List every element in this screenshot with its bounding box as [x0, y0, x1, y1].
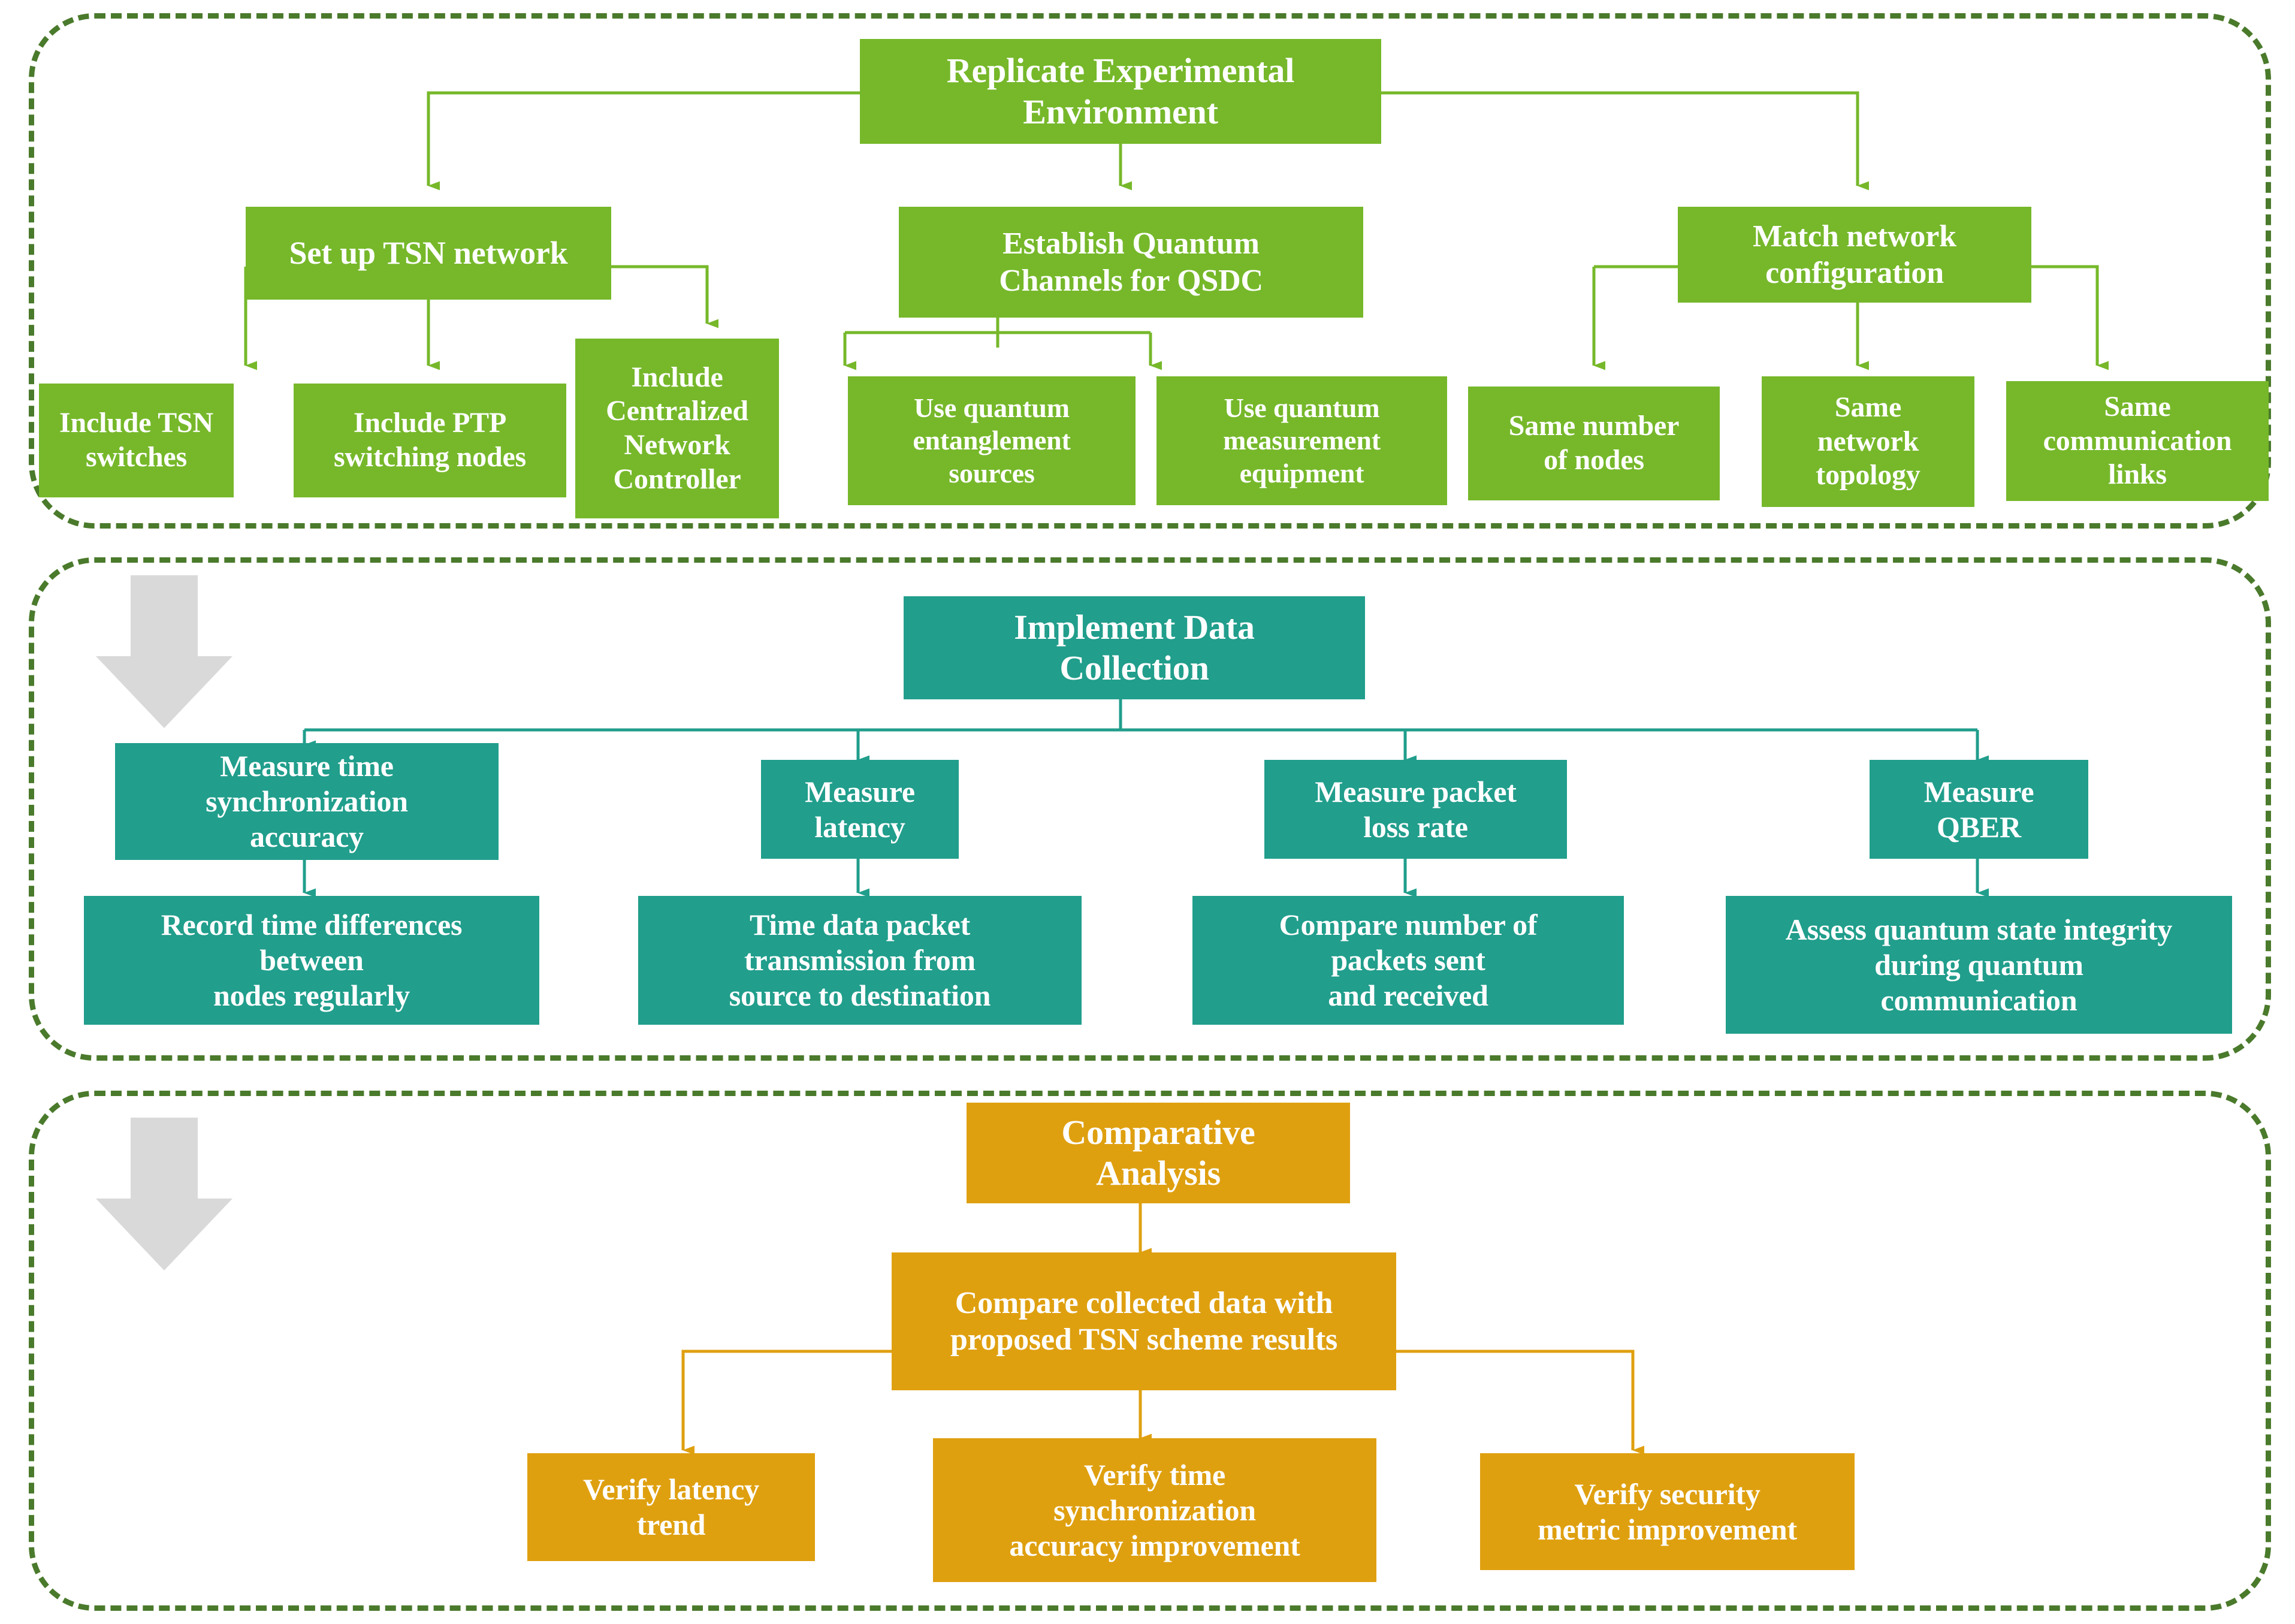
node-use-quantum-measurement-equipment[interactable]: Use quantum measurement equipment: [1156, 376, 1447, 505]
node-same-number-of-nodes[interactable]: Same number of nodes: [1468, 387, 1720, 500]
node-verify-time-sync-accuracy-improvement[interactable]: Verify time synchronization accuracy imp…: [933, 1438, 1376, 1582]
node-compare-collected-data[interactable]: Compare collected data with proposed TSN…: [892, 1252, 1396, 1390]
node-assess-quantum-state-integrity[interactable]: Assess quantum state integrity during qu…: [1726, 896, 2232, 1034]
node-measure-packet-loss-rate[interactable]: Measure packet loss rate: [1264, 760, 1567, 859]
node-record-time-differences[interactable]: Record time differences between nodes re…: [84, 896, 539, 1025]
node-replicate-experimental-environment[interactable]: Replicate Experimental Environment: [860, 39, 1381, 144]
node-verify-security-metric-improvement[interactable]: Verify security metric improvement: [1480, 1453, 1855, 1570]
node-include-centralized-network-controller[interactable]: Include Centralized Network Controller: [575, 339, 779, 518]
node-verify-latency-trend[interactable]: Verify latency trend: [527, 1453, 815, 1561]
node-time-data-packet-transmission[interactable]: Time data packet transmission from sourc…: [638, 896, 1082, 1025]
node-compare-packets-sent-received[interactable]: Compare number of packets sent and recei…: [1192, 896, 1624, 1025]
section-frame-comparative-analysis: [29, 1091, 2271, 1611]
node-include-tsn-switches[interactable]: Include TSN switches: [39, 384, 234, 497]
node-measure-qber[interactable]: Measure QBER: [1870, 760, 2088, 859]
node-implement-data-collection[interactable]: Implement Data Collection: [904, 596, 1365, 699]
node-include-ptp-switching-nodes[interactable]: Include PTP switching nodes: [294, 384, 566, 497]
section-frame-implement-data-collection: [29, 557, 2271, 1061]
node-same-communication-links[interactable]: Same communication links: [2006, 381, 2269, 501]
node-measure-time-synchronization-accuracy[interactable]: Measure time synchronization accuracy: [115, 743, 499, 860]
node-set-up-tsn-network[interactable]: Set up TSN network: [246, 207, 611, 300]
node-match-network-configuration[interactable]: Match network configuration: [1678, 207, 2031, 303]
node-same-network-topology[interactable]: Same network topology: [1762, 376, 1974, 507]
section-frame-replicate-experimental-environment: [29, 13, 2271, 529]
node-establish-quantum-channels[interactable]: Establish Quantum Channels for QSDC: [899, 207, 1363, 318]
node-comparative-analysis[interactable]: Comparative Analysis: [967, 1103, 1350, 1203]
node-measure-latency[interactable]: Measure latency: [761, 760, 959, 859]
node-use-quantum-entanglement-sources[interactable]: Use quantum entanglement sources: [848, 376, 1136, 505]
